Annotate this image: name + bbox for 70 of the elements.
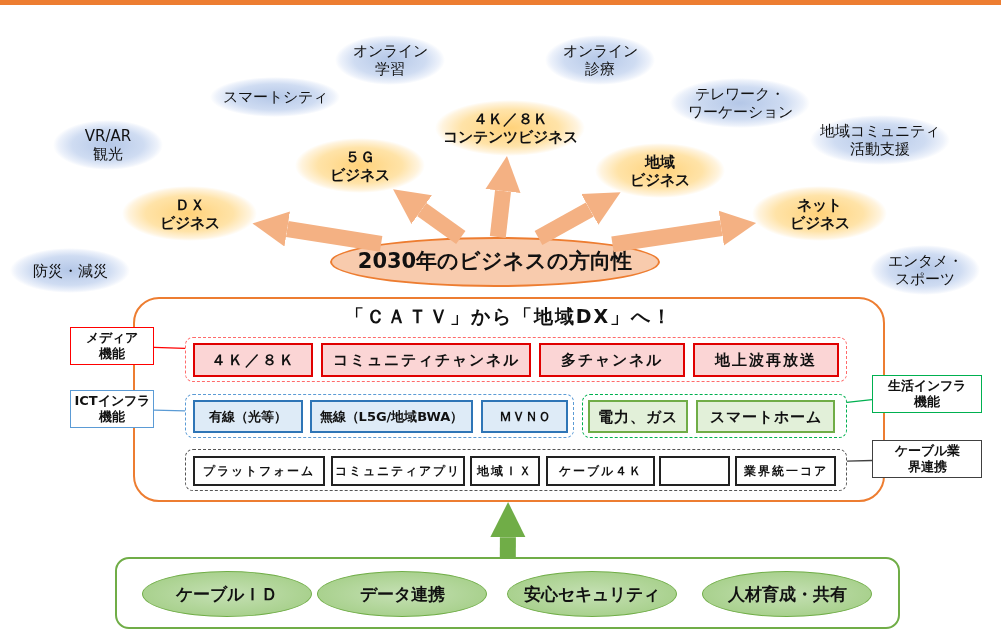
callout-label: ICTインフラ機能 — [74, 393, 150, 425]
dashed-group — [185, 337, 847, 382]
business-label: ＤＸビジネス — [159, 195, 220, 232]
topic-label: 防災・減災 — [32, 261, 108, 280]
dashed-group — [185, 449, 847, 491]
function-box — [735, 456, 836, 486]
function-label: 地上波再放送 — [715, 351, 817, 369]
callout-label: ケーブル業界連携 — [894, 443, 960, 475]
foundation-label: 人材育成・共有 — [727, 583, 847, 605]
topic-label: エンタメ・スポーツ — [887, 252, 963, 288]
leader-line — [846, 459, 873, 462]
function-box — [193, 400, 303, 433]
function-box — [193, 456, 325, 486]
function-box — [539, 343, 685, 377]
topic-label: スマートシティ — [222, 88, 328, 106]
block-arrow — [490, 502, 526, 558]
function-label: 有線（光等） — [209, 408, 287, 425]
callout-label: メディア機能 — [86, 330, 138, 362]
function-label: 多チャンネル — [561, 351, 663, 369]
leader-line — [153, 409, 186, 412]
callout-box — [70, 327, 154, 365]
business-label: 地域ビジネス — [630, 152, 690, 189]
function-label: 業界統一コア — [743, 463, 828, 479]
block-arrow — [252, 211, 383, 252]
block-arrow — [611, 210, 757, 253]
function-label: ４Ｋ／８Ｋ — [210, 351, 296, 369]
foundation-label: ケーブルＩＤ — [176, 583, 278, 605]
function-label: コミュニティチャンネル — [332, 351, 520, 369]
topic-label: オンライン診療 — [562, 42, 638, 78]
callout-label: 生活インフラ機能 — [888, 378, 966, 410]
topic-label: テレワーク・ワーケーション — [687, 85, 793, 121]
business-label: ５Ｇビジネス — [330, 147, 390, 184]
function-box — [659, 456, 730, 486]
function-label: 無線（L5G/地域BWA） — [319, 408, 464, 425]
function-box — [331, 456, 465, 486]
topic-label: オンライン学習 — [352, 42, 428, 78]
foundation-label: データ連携 — [359, 583, 445, 605]
frame-title: 「ＣＡＴＶ」から「地域DX」へ！ — [344, 305, 674, 328]
function-box — [321, 343, 531, 377]
topic-label: 地域コミュニティ活動支援 — [820, 122, 940, 158]
function-box — [193, 343, 313, 377]
leader-line — [153, 346, 186, 350]
dashed-group — [582, 394, 847, 438]
block-arrow — [534, 192, 621, 245]
function-label: 地域ＩＸ — [477, 463, 533, 479]
callout-box — [872, 375, 982, 413]
function-box — [470, 456, 540, 486]
theme-label: 2030年のビジネスの方向性 — [357, 249, 633, 275]
function-label: ケーブル４Ｋ — [558, 463, 643, 479]
function-label: スマートホーム — [709, 407, 822, 426]
function-label: ＭＶＮＯ — [498, 408, 551, 425]
function-box — [546, 456, 655, 486]
foundation-label: 安心セキュリティ — [524, 583, 660, 605]
callout-box — [872, 440, 982, 478]
function-box — [693, 343, 839, 377]
business-label: ４Ｋ／８Ｋコンテンツビジネス — [442, 110, 578, 146]
function-label: 電力、ガス — [598, 407, 678, 426]
business-label: ネットビジネス — [789, 195, 850, 232]
function-box — [588, 400, 688, 433]
dashed-group — [185, 394, 574, 438]
topic-label: VR/AR観光 — [84, 127, 132, 163]
block-arrow — [485, 156, 521, 238]
function-box — [481, 400, 568, 433]
block-arrow — [393, 189, 466, 244]
function-label: コミュニティアプリ — [335, 463, 461, 479]
foundation-frame — [115, 557, 900, 629]
leader-line — [846, 399, 873, 403]
function-box — [310, 400, 473, 433]
function-label: プラットフォーム — [203, 463, 315, 479]
function-box — [696, 400, 835, 433]
